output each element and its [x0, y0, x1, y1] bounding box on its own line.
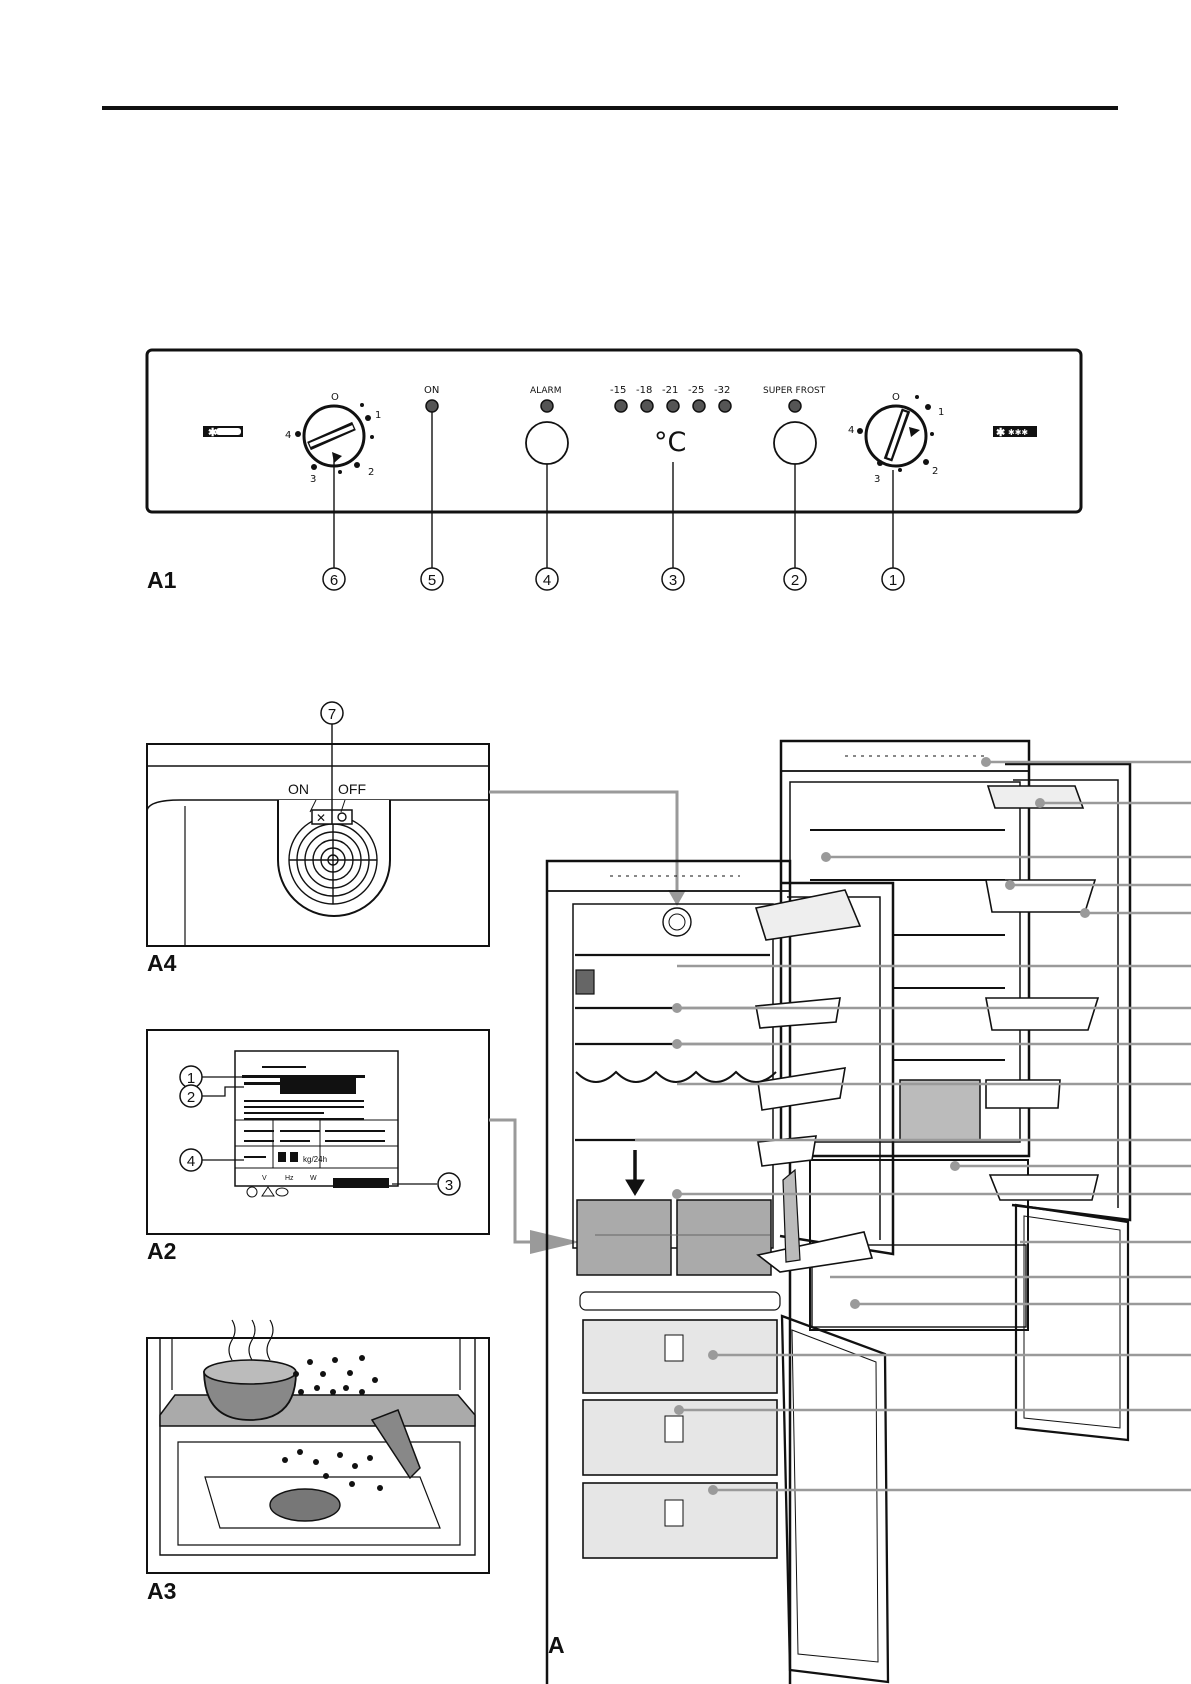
panel-callout-numbers: 6 5 4 3 2 1 [330, 572, 897, 589]
figure-label-a: A [548, 1632, 565, 1658]
unit-label: °C [654, 427, 686, 458]
alarm-indicator-lamp [540, 399, 554, 413]
super-frost-label: SUPER FROST [763, 386, 826, 396]
svg-text:✕: ✕ [316, 811, 326, 825]
left-dial-label-3: 3 [310, 474, 316, 485]
a4-off-label: OFF [338, 781, 366, 797]
a2-labels: 1 2 4 3 kg/24h Hz W V [187, 1070, 453, 1194]
a2-plate-w: W [310, 1175, 317, 1182]
temperature-lamps [614, 399, 732, 413]
temp-label-32: -32 [714, 385, 730, 396]
a2-plate-kg: kg/24h [303, 1155, 327, 1164]
panel-callout-circles [322, 567, 905, 591]
on-label: ON [424, 385, 439, 396]
a4-on-label: ON [288, 781, 309, 797]
a4-callout-7: 7 [328, 706, 336, 723]
svg-text:✱: ✱ [208, 427, 217, 439]
svg-text:✱✱✱: ✱✱✱ [1008, 428, 1028, 437]
a4-frame: ✕ [146, 701, 686, 947]
callout-3: 3 [669, 572, 677, 589]
temp-label-18: -18 [636, 385, 652, 396]
figure-label-a1: A1 [147, 567, 177, 593]
figure-label-a2: A2 [147, 1238, 177, 1264]
callout-5: 5 [428, 572, 436, 589]
super-frost-lamp [788, 399, 802, 413]
freezer-thermostat-dial[interactable] [857, 395, 934, 472]
scraper-icon [370, 1409, 421, 1480]
fan-grille-icon [288, 815, 378, 905]
control-panel: ✱ ✱ ✱✱✱ [145, 348, 1083, 591]
appliance-illustration [545, 739, 1191, 1684]
panel-labels: O 1 2 3 4 O 1 2 3 4 ON ALARM -15 -18 -21… [285, 385, 944, 485]
condensation-drops-icon [282, 1355, 383, 1491]
right-dial-label-top: O [892, 392, 900, 403]
right-dial-label-4: 4 [848, 425, 854, 436]
left-dial-label-2: 2 [368, 467, 374, 478]
fan-switch[interactable]: ✕ [311, 809, 353, 825]
callout-1: 1 [889, 572, 897, 589]
a2-plate-hz: Hz [285, 1175, 294, 1182]
right-dial-label-2: 2 [932, 466, 938, 477]
a4-labels: 7 ON OFF [288, 706, 366, 797]
freezer-symbol-icon: ✱ ✱✱✱ [993, 426, 1037, 439]
food-item-icon [269, 1488, 341, 1522]
a2-rating-plate [146, 1029, 580, 1254]
temp-label-21: -21 [662, 385, 678, 396]
temp-label-15: -15 [610, 385, 626, 396]
figure-label-a4: A4 [147, 950, 177, 976]
a2-plate-v: V [262, 1175, 267, 1182]
bowl-icon [203, 1371, 297, 1421]
callout-4: 4 [543, 572, 551, 589]
on-indicator-lamp [425, 399, 439, 413]
a2-callout-2: 2 [187, 1089, 195, 1106]
callout-6: 6 [330, 572, 338, 589]
super-frost-button[interactable] [773, 421, 817, 465]
alarm-label: ALARM [530, 386, 562, 396]
svg-text:✱: ✱ [996, 427, 1005, 439]
left-dial-label-4: 4 [285, 430, 291, 441]
fridge-symbol-icon: ✱ [203, 426, 243, 439]
temp-label-25: -25 [688, 385, 704, 396]
left-dial-label-top: O [331, 392, 339, 403]
panel-leader-lines [333, 412, 894, 568]
top-rule [102, 106, 1118, 110]
a2-callout-4: 4 [187, 1153, 195, 1170]
right-dial-label-1: 1 [938, 407, 944, 418]
alarm-button[interactable] [525, 421, 569, 465]
right-dial-label-3: 3 [874, 474, 880, 485]
left-dial-label-1: 1 [375, 410, 381, 421]
figure-label-a3: A3 [147, 1578, 177, 1604]
callout-2: 2 [791, 572, 799, 589]
a3-fridge-interior [146, 1319, 490, 1574]
a2-callout-1: 1 [187, 1070, 195, 1087]
a2-callout-3: 3 [445, 1177, 453, 1194]
